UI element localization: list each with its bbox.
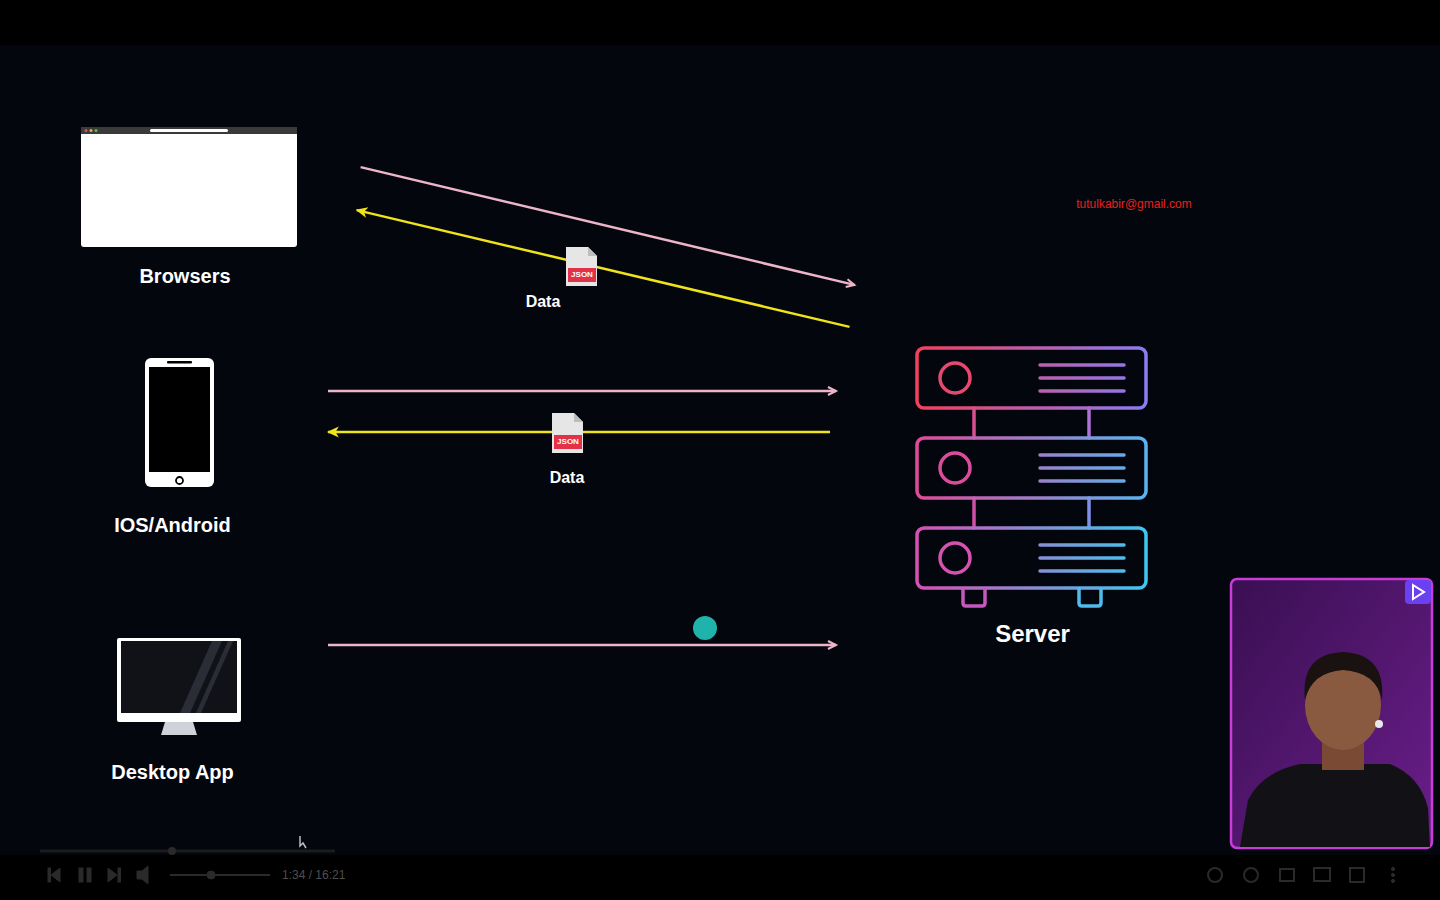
home-button [176, 477, 183, 484]
server-slot [1040, 543, 1124, 547]
moving-dot [693, 616, 717, 640]
file-page [552, 413, 583, 453]
address-bar [150, 129, 228, 132]
request-arrow [328, 390, 836, 393]
server-icon [917, 348, 1146, 606]
server-foot [1079, 589, 1101, 606]
node-label: IOS/Android [114, 513, 231, 537]
server-slot [1040, 466, 1124, 470]
file-type-tag: JSON [557, 437, 579, 447]
monitor-frame [117, 638, 241, 722]
server-link [1087, 498, 1091, 528]
file-fold [574, 413, 583, 422]
menu-dot [1391, 879, 1394, 882]
control-bar [0, 855, 1440, 900]
menu-dot [1391, 867, 1394, 870]
server-light [940, 453, 970, 483]
request-arrow [357, 210, 850, 327]
node-label: Server [995, 620, 1070, 648]
device-node: Server [905, 270, 1160, 650]
pause-button [79, 868, 83, 882]
badge-play [1413, 585, 1424, 599]
volume-button [137, 866, 148, 884]
mouse-cursor [300, 836, 306, 848]
window-dot [95, 129, 98, 132]
video-time: 1:34 / 16:21 [282, 868, 345, 882]
next-button [108, 868, 117, 882]
server-slot [1040, 453, 1124, 457]
file-band [568, 268, 596, 282]
server-link [1087, 408, 1091, 438]
monitor-stand [161, 722, 197, 735]
phone-icon [145, 358, 214, 487]
window-dot [85, 129, 88, 132]
volume-slider [170, 874, 270, 876]
window-dot [90, 129, 93, 132]
request-arrow [361, 167, 855, 285]
person-hair [1304, 652, 1382, 700]
server-light [940, 363, 970, 393]
server-slot [1040, 376, 1124, 380]
webcam-overlay [1231, 579, 1432, 848]
volume-knob [207, 871, 215, 879]
menu-dot [1391, 873, 1394, 876]
node-label: Browsers [139, 264, 230, 288]
browser-window-icon [81, 127, 297, 247]
pip-button [1314, 868, 1330, 881]
node-label: Desktop App [111, 760, 234, 784]
json-file-icon [552, 413, 583, 453]
json-file-icon [566, 247, 597, 286]
person-shirt [1240, 764, 1430, 847]
server-foot [963, 589, 985, 606]
device-node: IOS/Android [95, 350, 250, 539]
file-band [554, 435, 582, 449]
server-slot [1040, 569, 1124, 573]
video-controls [0, 836, 1440, 900]
monitor-icon [117, 638, 241, 735]
watermark-email: tutulkabir@gmail.com [1076, 197, 1192, 211]
pause-button [87, 868, 91, 882]
server-slot [1040, 556, 1124, 560]
forward-button [1244, 868, 1258, 882]
progress-bar [40, 850, 335, 853]
server-link [972, 408, 976, 438]
browser-toolbar [81, 127, 297, 134]
file-type-tag: JSON [571, 270, 593, 280]
overlay-badge [1405, 580, 1431, 604]
server-unit [917, 348, 1146, 408]
progress-knob [168, 847, 176, 855]
browser-window [81, 127, 297, 247]
request-arrow [328, 644, 836, 647]
fullscreen-button [1350, 868, 1364, 882]
edge-label: Data [550, 468, 585, 487]
top-bar [0, 0, 1440, 45]
webcam-frame [1231, 579, 1432, 848]
prev-button [48, 868, 51, 882]
monitor-screen [121, 641, 237, 713]
earbud [1375, 720, 1383, 728]
device-node: Browsers [60, 120, 310, 290]
server-unit [917, 438, 1146, 498]
phone-speaker [167, 361, 192, 364]
next-button [118, 868, 121, 882]
player-buttons [48, 866, 1395, 884]
screen-reflection [196, 641, 233, 713]
server-slot [1040, 479, 1124, 483]
server-slot [1040, 363, 1124, 367]
phone-body [145, 358, 214, 487]
server-link [972, 498, 976, 528]
server-slot [1040, 389, 1124, 393]
file-page [566, 247, 597, 286]
phone-screen [149, 367, 210, 472]
prev-button [51, 868, 60, 882]
file-fold [588, 247, 597, 256]
server-unit [917, 528, 1146, 588]
device-node: Desktop App [95, 630, 250, 786]
edge-label: Data [526, 292, 561, 311]
server-light [940, 543, 970, 573]
loop-button [1280, 869, 1294, 881]
rewind-button [1208, 868, 1222, 882]
